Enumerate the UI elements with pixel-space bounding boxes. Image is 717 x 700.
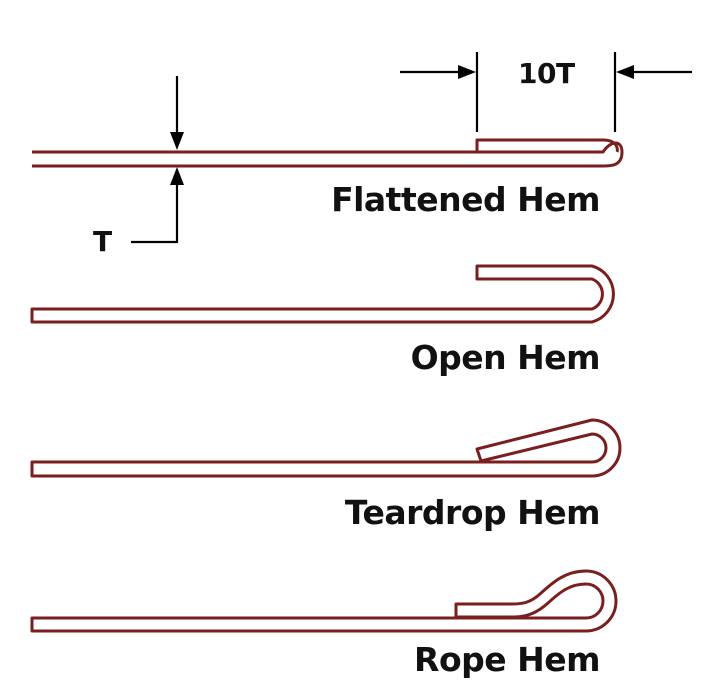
thickness-dimension bbox=[131, 76, 184, 244]
teardrop-hem-label: Teardrop Hem bbox=[344, 493, 601, 532]
thickness-dimension-label: T bbox=[93, 225, 112, 258]
open-hem-label: Open Hem bbox=[410, 338, 601, 377]
rope-hem-shape bbox=[30, 569, 618, 633]
hem-length-dimension bbox=[400, 52, 692, 132]
right-dimension-arrowhead bbox=[616, 65, 634, 79]
rope-hem-label: Rope Hem bbox=[414, 640, 600, 679]
thickness-top-arrowhead bbox=[170, 132, 184, 150]
teardrop-hem-shape bbox=[30, 418, 622, 478]
hem-length-dimension-label: 10T bbox=[518, 57, 575, 90]
left-dimension-arrowhead bbox=[458, 65, 476, 79]
open-hem-shape bbox=[30, 264, 615, 324]
flattened-hem-shape bbox=[32, 138, 624, 168]
thickness-bottom-arrowhead bbox=[170, 167, 184, 185]
flattened-hem-label: Flattened Hem bbox=[331, 180, 600, 219]
